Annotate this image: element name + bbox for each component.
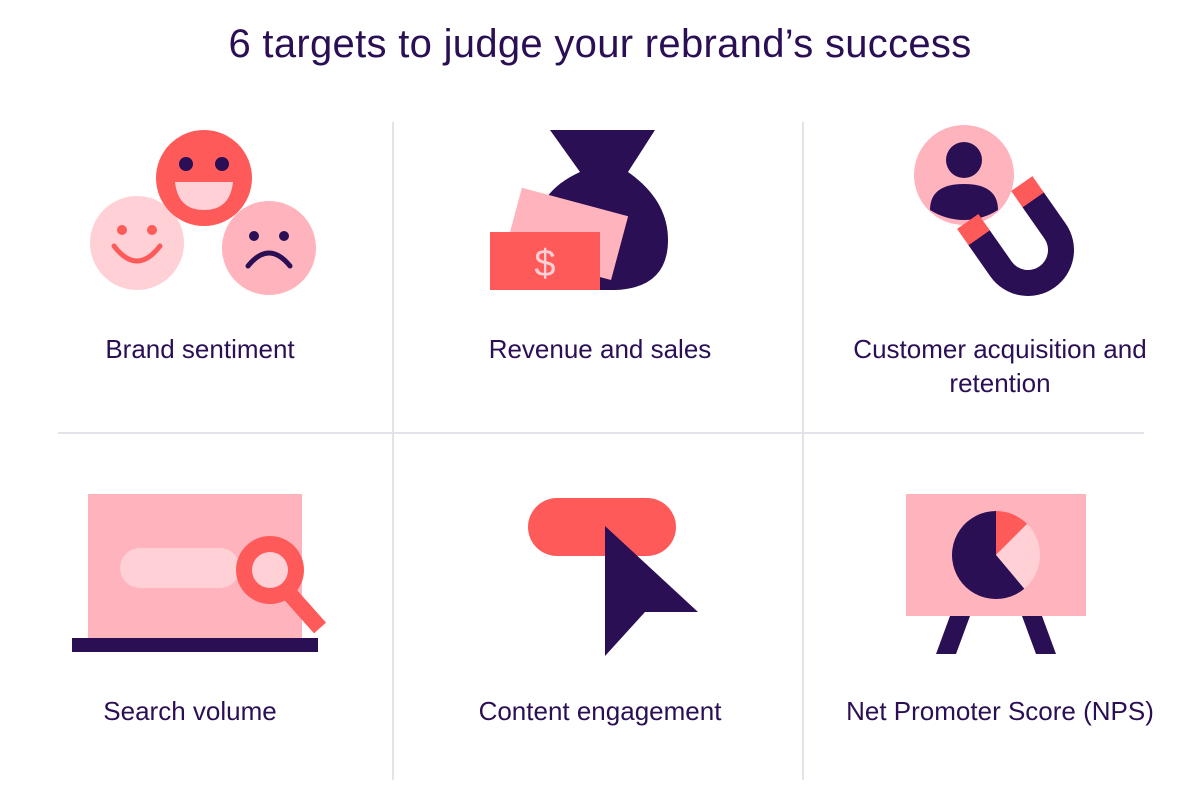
divider-vertical-1 — [392, 122, 394, 780]
laptop-search-icon — [72, 494, 326, 652]
smiley-faces-icon — [90, 130, 316, 295]
target-brand-sentiment: Brand sentiment — [10, 120, 390, 420]
target-net-promoter-score: Net Promoter Score (NPS) — [810, 480, 1190, 780]
divider-vertical-2 — [802, 122, 804, 780]
target-label: Search volume — [103, 696, 277, 726]
target-customer-acquisition: Customer acquisition and retention — [810, 120, 1190, 420]
cursor-click-icon — [528, 498, 698, 656]
target-content-engagement: Content engagement — [410, 480, 790, 780]
magnet-person-icon — [914, 125, 1074, 296]
target-revenue-and-sales: $ Revenue and sales — [410, 120, 790, 420]
money-bag-icon: $ — [490, 130, 668, 290]
divider-horizontal — [58, 432, 1144, 434]
pie-chart-board-icon — [906, 494, 1086, 654]
target-label: Net Promoter Score (NPS) — [846, 696, 1154, 726]
target-label: Revenue and sales — [488, 334, 712, 364]
target-label: Brand sentiment — [105, 334, 295, 364]
target-label: Customer acquisition and retention — [853, 334, 1147, 398]
dollar-sign-glyph: $ — [534, 243, 555, 285]
page-title: 6 targets to judge your rebrand’s succes… — [228, 22, 972, 66]
target-search-volume: Search volume — [10, 480, 390, 780]
target-label: Content engagement — [478, 696, 722, 726]
